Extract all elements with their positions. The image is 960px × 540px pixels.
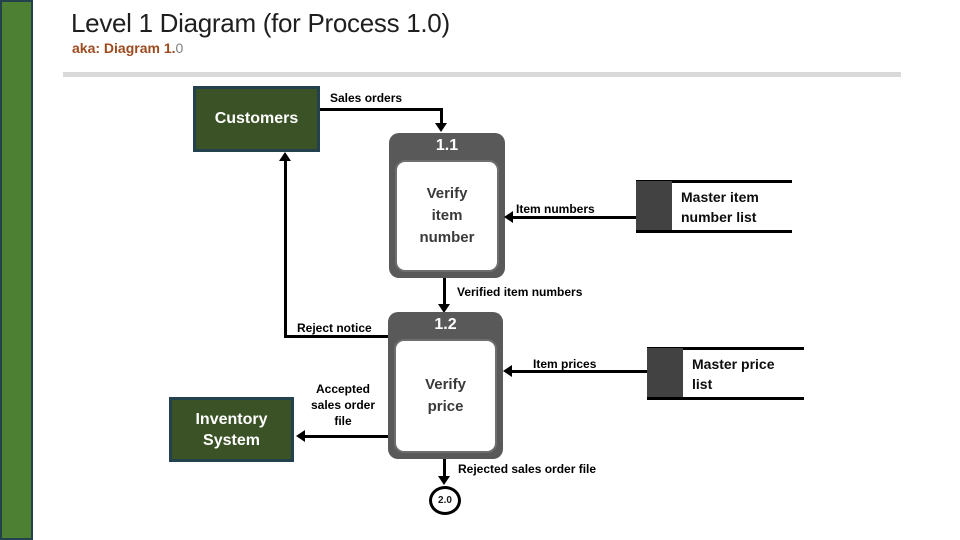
- flow-reject-line-v: [284, 160, 287, 338]
- process-1-2-body: Verify price: [394, 339, 497, 453]
- flow-label-rejected-sales-order-file: Rejected sales order file: [458, 462, 597, 476]
- datastore-square: [636, 181, 672, 231]
- entity-inventory-label: Inventory System: [195, 410, 268, 449]
- entity-customers: Customers: [193, 86, 320, 152]
- flow-label-accepted-sales-order-file: Accepted sales order file: [310, 382, 376, 428]
- flow-label-item-prices: Item prices: [533, 357, 597, 371]
- page-subtitle: aka: Diagram 1.0: [72, 40, 183, 56]
- flow-item-prices-line: [508, 370, 647, 373]
- flow-sales-orders-line-v: [440, 108, 443, 125]
- datastore-bottom-line: [647, 397, 804, 400]
- flow-label-verified-item-numbers: Verified item numbers: [457, 285, 583, 299]
- datastore-master-price-list: Master price list: [647, 347, 804, 400]
- arrowhead-down: [438, 304, 450, 313]
- arrowhead-left: [504, 211, 513, 223]
- process-1-2-label: Verify price: [425, 376, 466, 415]
- page-title: Level 1 Diagram (for Process 1.0): [71, 8, 450, 38]
- flow-label-item-numbers: Item numbers: [516, 202, 595, 216]
- datastore-top-line: [647, 347, 804, 350]
- process-1-1: 1.1 Verify item number: [389, 133, 505, 278]
- process-1-2-id: 1.2: [434, 316, 457, 333]
- flow-item-numbers-line: [509, 216, 636, 219]
- offpage-connector-id: 2.0: [438, 495, 452, 506]
- subtitle-suffix: 0: [175, 40, 184, 56]
- datastore-bottom-line: [636, 230, 792, 233]
- process-1-1-body: Verify item number: [395, 160, 499, 272]
- process-1-2: 1.2 Verify price: [388, 312, 503, 459]
- arrowhead-up: [279, 152, 291, 161]
- flow-rejected-line: [443, 459, 446, 478]
- flow-sales-orders-line-h: [320, 108, 443, 111]
- arrowhead-down: [435, 123, 447, 132]
- datastore-master-item-number-list: Master item number list: [636, 180, 792, 233]
- flow-verified-line: [443, 278, 446, 306]
- datastore-top-line: [636, 180, 792, 183]
- entity-customers-label: Customers: [214, 110, 299, 127]
- left-accent-bar: [0, 0, 33, 540]
- datastore-master-price-label: Master price list: [692, 356, 775, 392]
- arrowhead-down: [438, 476, 450, 485]
- process-1-1-id: 1.1: [435, 137, 459, 154]
- datastore-square: [647, 348, 683, 398]
- flow-reject-line-h: [284, 335, 388, 338]
- entity-inventory-system: Inventory System: [169, 397, 294, 462]
- offpage-connector-2-0: 2.0: [429, 486, 461, 515]
- arrowhead-left: [296, 430, 305, 442]
- flow-accepted-line: [303, 435, 388, 438]
- datastore-master-item-label: Master item number list: [681, 189, 759, 225]
- arrowhead-left: [503, 365, 512, 377]
- process-1-1-label: Verify item number: [419, 185, 475, 246]
- title-separator: [63, 72, 901, 77]
- flow-label-sales-orders: Sales orders: [330, 91, 403, 105]
- subtitle-accent: aka: Diagram 1.: [72, 40, 176, 56]
- flow-label-reject-notice: Reject notice: [297, 321, 372, 335]
